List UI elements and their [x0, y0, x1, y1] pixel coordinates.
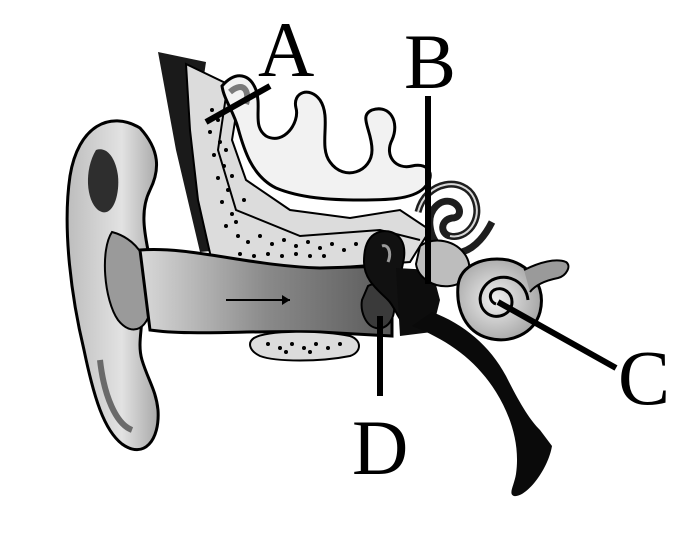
auditory-nerve — [523, 259, 570, 293]
ossicle-highlight — [381, 244, 392, 263]
auricle-lobe-shade — [97, 359, 134, 433]
bone-marrow-dots — [208, 108, 358, 258]
leader-line-c — [496, 299, 618, 371]
label-b: B — [404, 18, 456, 105]
label-a-group: A — [204, 6, 314, 125]
ear-canal-tube — [138, 247, 394, 338]
lower-bone — [249, 330, 360, 362]
label-d: D — [352, 404, 408, 491]
auricle — [65, 119, 160, 451]
auricle-helix-shadow — [87, 149, 119, 213]
label-c-group: C — [496, 299, 670, 421]
leader-line-a — [204, 83, 272, 125]
middle-ear — [360, 230, 552, 497]
cochlea — [456, 257, 543, 342]
label-a: A — [258, 6, 314, 93]
brain-fold — [220, 74, 432, 202]
cochlea-spiral — [478, 275, 530, 318]
label-c: C — [618, 334, 670, 421]
eustachian-tube — [412, 312, 552, 497]
sound-arrowhead — [282, 295, 290, 305]
ear-canal — [138, 247, 394, 338]
temporal-bone — [158, 52, 432, 274]
label-d-group: D — [352, 316, 408, 491]
inner-ear — [414, 180, 570, 342]
label-b-group: B — [404, 18, 456, 284]
lower-bone-dots — [266, 342, 342, 354]
